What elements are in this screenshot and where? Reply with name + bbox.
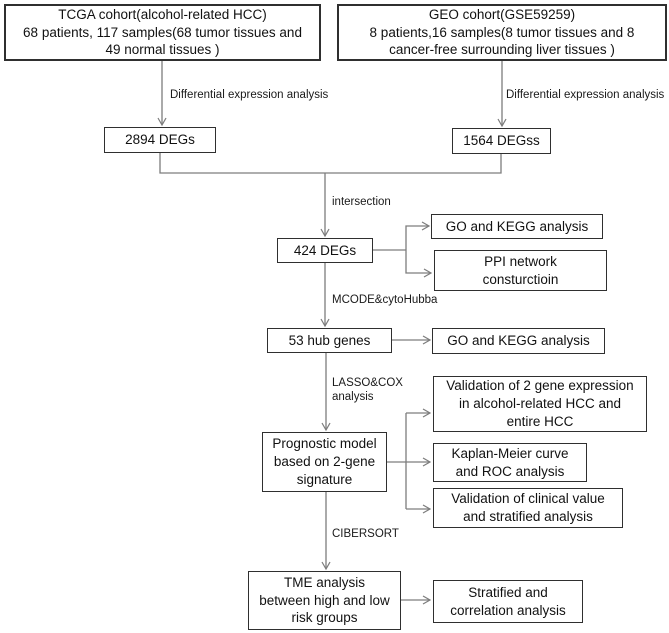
node-text-line: 8 patients,16 samples(8 tumor tissues an… bbox=[369, 24, 635, 40]
node-intersection-degs: 424 DEGs bbox=[277, 238, 373, 263]
edge-label-intersection: intersection bbox=[332, 196, 391, 208]
node-text-line: between high and low bbox=[259, 592, 390, 608]
node-text-line: in alcohol-related HCC and bbox=[458, 396, 622, 412]
node-text-line: 424 DEGs bbox=[293, 242, 357, 258]
edge-label-differential-expression-left: Differential expression analysis bbox=[170, 89, 329, 101]
node-text-line: Prognostic model bbox=[272, 436, 377, 452]
node-geo-degs: 1564 DEGss bbox=[452, 128, 551, 154]
node-prognostic-model: Prognostic model based on 2-gene signatu… bbox=[262, 432, 387, 492]
edge-label-lasso-cox: LASSO&COX analysis bbox=[332, 376, 403, 405]
node-text-line: PPI network bbox=[484, 253, 557, 269]
node-ppi-network: PPI network consturctioin bbox=[434, 250, 607, 291]
node-hub-genes: 53 hub genes bbox=[267, 328, 392, 353]
node-validation-clinical: Validation of clinical value and stratif… bbox=[433, 488, 623, 528]
node-go-kegg-analysis-2: GO and KEGG analysis bbox=[432, 328, 605, 354]
node-text-line: 68 patients, 117 samples(68 tumor tissue… bbox=[23, 24, 302, 40]
node-text-line: and ROC analysis bbox=[455, 463, 565, 479]
node-text-line: cancer-free surrounding liver tissues ) bbox=[389, 42, 615, 58]
node-text-line: consturctioin bbox=[482, 271, 559, 287]
node-text-line: 53 hub genes bbox=[288, 332, 371, 348]
node-text-line: TME analysis bbox=[283, 574, 366, 590]
node-go-kegg-analysis-1: GO and KEGG analysis bbox=[431, 214, 603, 239]
node-text-line: GO and KEGG analysis bbox=[447, 333, 590, 349]
edge-label-cibersort: CIBERSORT bbox=[332, 528, 399, 540]
node-text-line: Stratified and bbox=[468, 584, 548, 600]
node-validation-expression: Validation of 2 gene expression in alcoh… bbox=[433, 376, 647, 432]
node-kaplan-meier: Kaplan-Meier curve and ROC analysis bbox=[433, 443, 587, 482]
node-text-line: 2894 DEGs bbox=[125, 132, 195, 148]
edge-label-line: LASSO&COX bbox=[332, 377, 403, 389]
edge-merge bbox=[159, 153, 502, 174]
node-text-line: Validation of 2 gene expression bbox=[446, 378, 634, 394]
node-tcga-cohort: TCGA cohort(alcohol-related HCC) 68 pati… bbox=[4, 4, 321, 61]
node-text-line: signature bbox=[296, 471, 353, 487]
edge-424-to-ppi bbox=[405, 250, 431, 273]
node-text-line: GO and KEGG analysis bbox=[445, 218, 589, 234]
node-geo-cohort: GEO cohort(GSE59259) 8 patients,16 sampl… bbox=[337, 4, 667, 61]
edge-label-mcode-cytohubba: MCODE&cytoHubba bbox=[332, 294, 438, 306]
node-text-line: TCGA cohort(alcohol-related HCC) bbox=[58, 6, 267, 22]
node-text-line: 49 normal tissues ) bbox=[105, 42, 220, 58]
edge-label-differential-expression-right: Differential expression analysis bbox=[506, 89, 665, 101]
node-text-line: risk groups bbox=[291, 610, 358, 626]
node-text-line: GEO cohort(GSE59259) bbox=[428, 6, 576, 22]
node-text-line: and stratified analysis bbox=[463, 509, 593, 524]
node-tcga-degs: 2894 DEGs bbox=[104, 127, 216, 153]
node-text-line: Validation of clinical value bbox=[451, 491, 605, 507]
edge-424-to-gokegg1 bbox=[405, 226, 429, 250]
edge-label-line: analysis bbox=[332, 391, 374, 404]
node-text-line: correlation analysis bbox=[450, 602, 566, 618]
node-text-line: entire HCC bbox=[506, 413, 574, 429]
node-tme-analysis: TME analysis between high and low risk g… bbox=[248, 571, 401, 630]
node-stratified-correlation: Stratified and correlation analysis bbox=[433, 580, 583, 623]
node-text-line: 1564 DEGss bbox=[463, 133, 540, 149]
node-text-line: based on 2-gene bbox=[273, 454, 376, 470]
node-text-line: Kaplan-Meier curve bbox=[451, 445, 569, 461]
